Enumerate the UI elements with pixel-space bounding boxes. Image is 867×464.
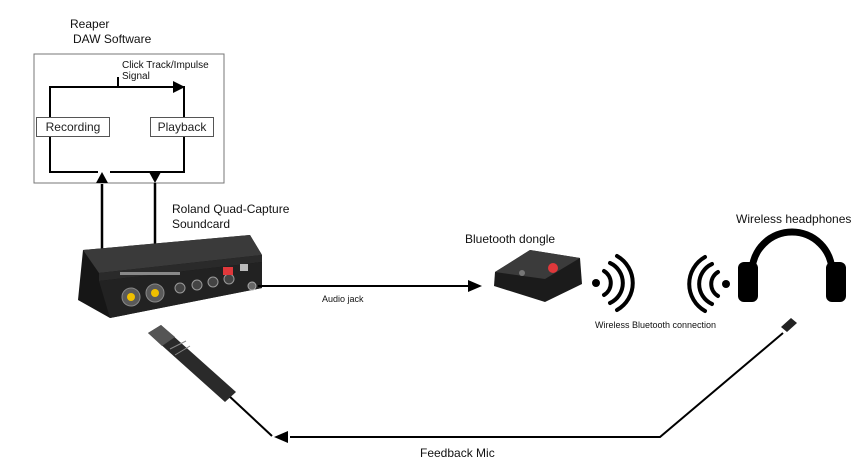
signal-label-line2: Signal: [122, 71, 150, 82]
wireless-label: Wireless Bluetooth connection: [595, 320, 717, 330]
wireless-waves-left-icon: [687, 255, 730, 313]
bluetooth-dongle-icon: [494, 250, 582, 302]
daw-signal-loop: [49, 77, 185, 173]
audio-jack-arrow-icon: [468, 280, 482, 292]
soundcard-label-line2: Soundcard: [172, 217, 231, 231]
feedback-mic-icon: [148, 325, 236, 402]
soundcard-label-line1: Roland Quad-Capture: [172, 202, 290, 216]
headphones-icon: [738, 228, 846, 302]
feedback-arrow-icon: [274, 431, 288, 443]
loop-arrow-icon: [173, 81, 185, 93]
recording-arrow-icon: [96, 172, 108, 183]
signal-label-line1: Click Track/Impulse: [122, 60, 209, 71]
playback-block: Playback: [150, 117, 214, 137]
soundcard-device-icon: [78, 235, 262, 318]
playback-arrow-icon: [149, 172, 161, 183]
audio-jack-label: Audio jack: [322, 294, 364, 304]
headphones-label: Wireless headphones: [736, 212, 852, 226]
dongle-label: Bluetooth dongle: [465, 232, 556, 246]
mic-cable: [227, 394, 273, 437]
daw-title-line2: DAW Software: [73, 32, 152, 46]
daw-title-line1: Reaper: [70, 17, 110, 31]
feedback-mic-label: Feedback Mic: [420, 446, 495, 460]
wireless-waves-right-icon: [592, 254, 635, 312]
feedback-cable: [290, 332, 784, 438]
headphone-mic-icon: [781, 318, 797, 332]
recording-block: Recording: [36, 117, 110, 137]
